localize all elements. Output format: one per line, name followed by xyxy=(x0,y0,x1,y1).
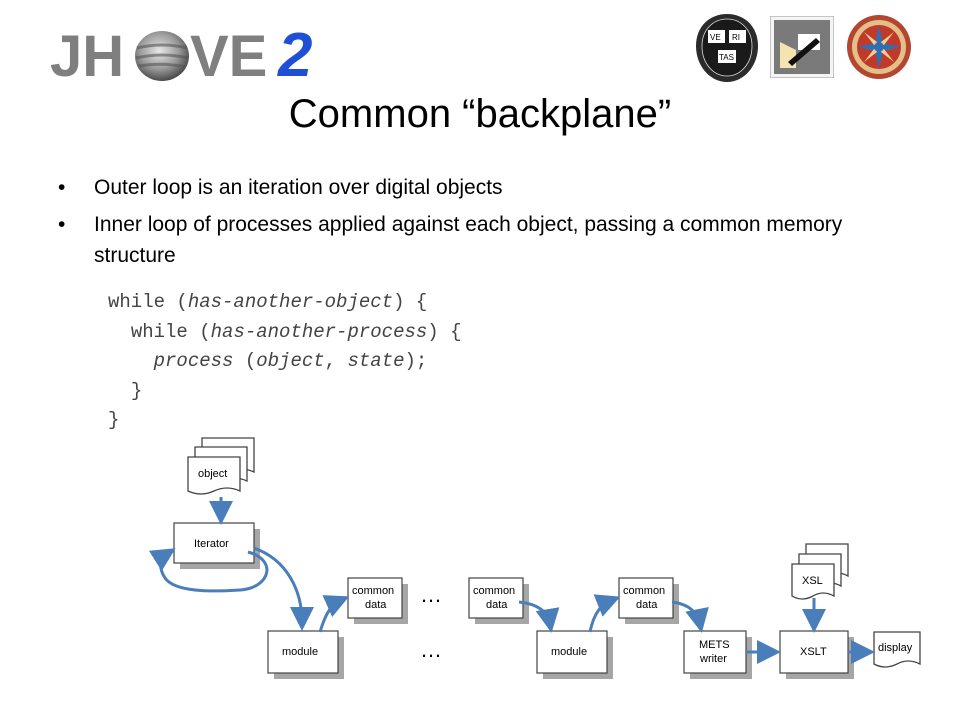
svg-text:module: module xyxy=(282,646,318,658)
bullet-item: •Outer loop is an iteration over digital… xyxy=(58,176,503,199)
mets-writer-box: METS writer xyxy=(683,630,752,679)
common-data-box: common data xyxy=(347,577,408,624)
svg-text:VE: VE xyxy=(710,33,721,42)
display-document: display xyxy=(873,631,921,668)
code-line: while (has-another-process) { xyxy=(130,320,462,343)
object-label: object xyxy=(198,468,227,480)
code-line: process (object, state); xyxy=(153,350,428,372)
pseudocode-block: while (has-another-object) { while (has-… xyxy=(108,288,462,436)
jhove2-logo: JH VE 2 xyxy=(50,21,312,90)
svg-text:TAS: TAS xyxy=(719,53,734,62)
rosette-logo-icon xyxy=(847,15,911,79)
common-data-box: common data xyxy=(468,577,529,624)
object-documents: object xyxy=(187,437,255,495)
svg-text:RI: RI xyxy=(732,33,740,42)
ellipsis: … xyxy=(420,637,442,662)
code-line: } xyxy=(108,409,120,431)
code-line: while (has-another-object) { xyxy=(108,291,428,313)
iterator-label: Iterator xyxy=(194,538,229,550)
module-box: module xyxy=(267,630,344,679)
display-label: display xyxy=(878,642,913,654)
logo-number: 2 xyxy=(277,21,312,90)
bullet-item: •Inner loop of processes applied against… xyxy=(58,213,843,267)
iterator-box: Iterator xyxy=(173,522,260,569)
veritas-seal-icon: VE RI TAS xyxy=(696,14,758,82)
svg-text:common: common xyxy=(352,585,394,597)
logo-text-jh: JH xyxy=(50,24,124,89)
xslt-box: XSLT xyxy=(779,630,854,679)
common-data-box: common data xyxy=(618,577,679,624)
ellipsis: … xyxy=(420,582,442,607)
svg-text:METS: METS xyxy=(699,639,730,651)
svg-text:writer: writer xyxy=(699,653,727,665)
svg-text:module: module xyxy=(551,646,587,658)
svg-text:XSLT: XSLT xyxy=(800,646,827,658)
svg-text:data: data xyxy=(486,599,508,611)
flow-arrows xyxy=(148,497,875,664)
module-box: module xyxy=(536,630,613,679)
slide-title: Common “backplane” xyxy=(288,92,672,136)
svg-text:common: common xyxy=(473,585,515,597)
svg-text:data: data xyxy=(365,599,387,611)
svg-text:data: data xyxy=(636,599,658,611)
code-line: } xyxy=(130,379,143,402)
logo-text-ve: VE xyxy=(190,24,267,89)
svg-text:common: common xyxy=(623,585,665,597)
bullet-list: •Outer loop is an iteration over digital… xyxy=(58,172,858,277)
xsl-documents: XSL xyxy=(791,543,849,600)
square-logo-icon xyxy=(770,16,834,78)
xsl-label: XSL xyxy=(802,575,823,587)
